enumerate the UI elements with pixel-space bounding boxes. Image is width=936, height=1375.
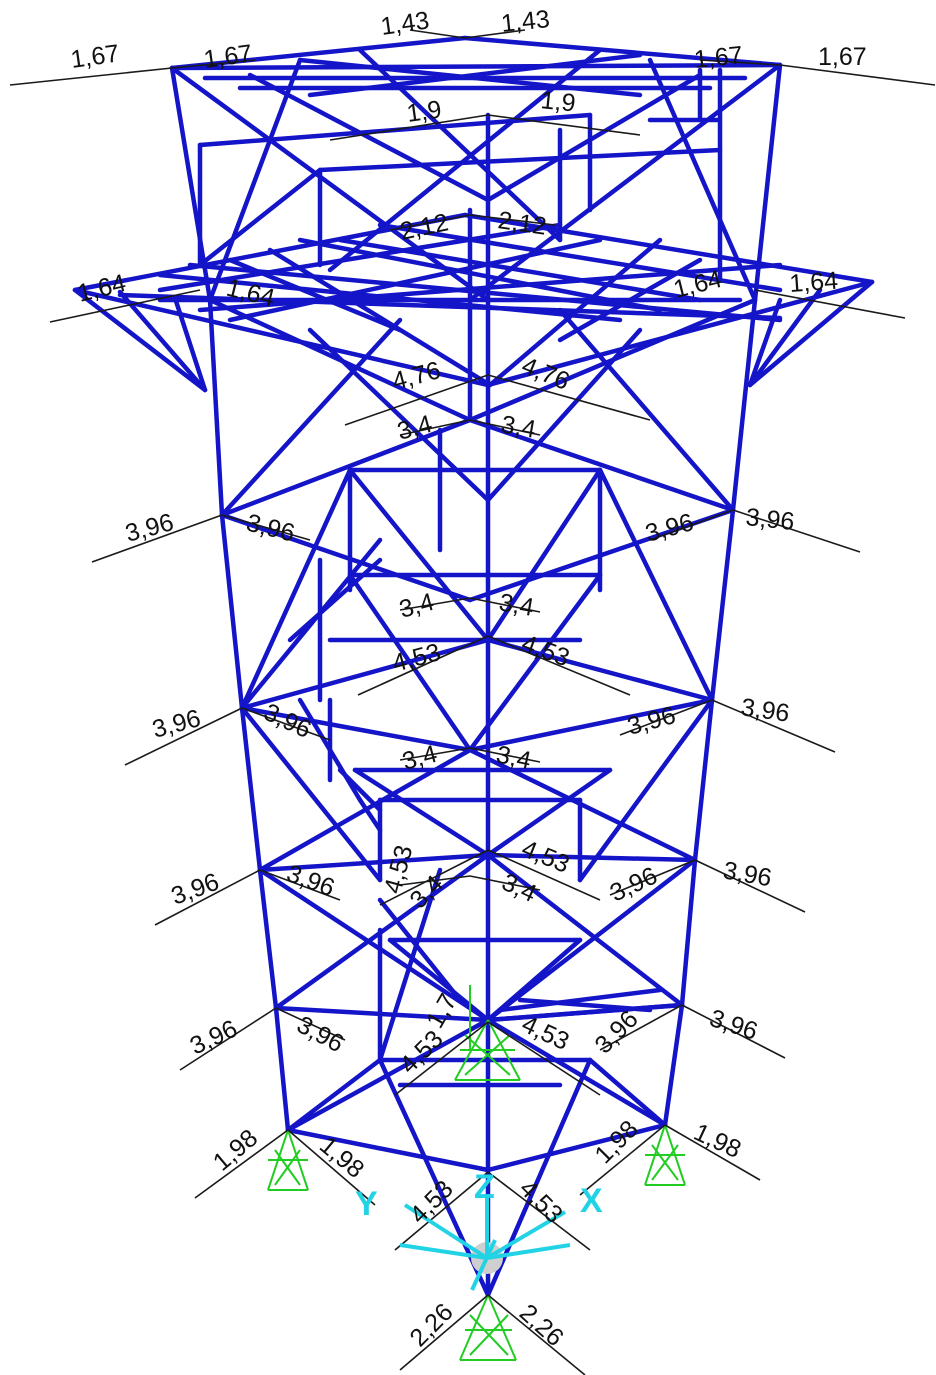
load-label: 1,98 — [689, 1118, 745, 1164]
load-label: 3,96 — [739, 693, 791, 728]
global-axes-triad: Y Z X — [355, 1168, 603, 1291]
load-label: 3,96 — [706, 1004, 761, 1046]
load-label: 3,4 — [396, 588, 437, 624]
y-axis — [403, 1203, 489, 1260]
load-label: 3,96 — [149, 704, 203, 744]
tower-frame — [72, 35, 875, 1298]
load-label: 1,9 — [539, 86, 577, 117]
z-axis-label: Z — [474, 1168, 495, 1206]
load-label: 4,53 — [394, 1025, 448, 1079]
load-label: 1,9 — [405, 95, 443, 128]
load-label: 4,53 — [517, 1010, 573, 1056]
load-label: 4,53 — [518, 629, 573, 672]
load-label: 4,53 — [518, 835, 574, 879]
load-label: 3,4 — [499, 410, 538, 444]
load-label: 3,96 — [744, 503, 795, 536]
load-value-labels: 1,67 1,67 1,43 1,43 1,67 1,67 1,9 1,9 1,… — [69, 5, 867, 1352]
load-label: 1,67 — [818, 43, 867, 71]
support-left — [267, 1129, 309, 1191]
load-label: 1,67 — [202, 39, 254, 74]
load-label: 3,4 — [497, 868, 540, 908]
load-label: 2,26 — [514, 1299, 569, 1352]
load-label: 3,96 — [292, 1011, 348, 1059]
y-axis-label: Y — [355, 1185, 378, 1223]
support-right — [644, 1124, 686, 1186]
x-axis — [485, 1210, 567, 1260]
load-label: 4,53 — [404, 1175, 458, 1229]
load-label: 3,96 — [642, 508, 696, 548]
load-label: 3,4 — [497, 588, 536, 622]
load-label: 1,64 — [788, 267, 839, 298]
load-label: 1,67 — [69, 39, 121, 74]
load-label: 3,96 — [606, 861, 662, 907]
support-symbols — [267, 985, 686, 1361]
load-label: 3,96 — [122, 508, 176, 548]
x-axis-label: X — [580, 1182, 603, 1220]
load-label: 1,67 — [693, 41, 744, 74]
load-label: 3,96 — [721, 856, 774, 892]
load-label: 2,12 — [496, 206, 548, 241]
support-foot — [459, 1294, 517, 1361]
load-label: 1,43 — [379, 6, 431, 41]
load-label: 1,98 — [589, 1115, 643, 1169]
load-label: 3,96 — [186, 1014, 242, 1060]
load-label: 3,96 — [624, 701, 678, 741]
load-arrows — [9, 29, 936, 1375]
load-label: 2,26 — [404, 1298, 458, 1352]
load-label: 3,96 — [244, 509, 298, 548]
load-label: 1,43 — [500, 5, 551, 38]
load-label: 2,12 — [397, 208, 450, 246]
support-center — [454, 985, 521, 1081]
